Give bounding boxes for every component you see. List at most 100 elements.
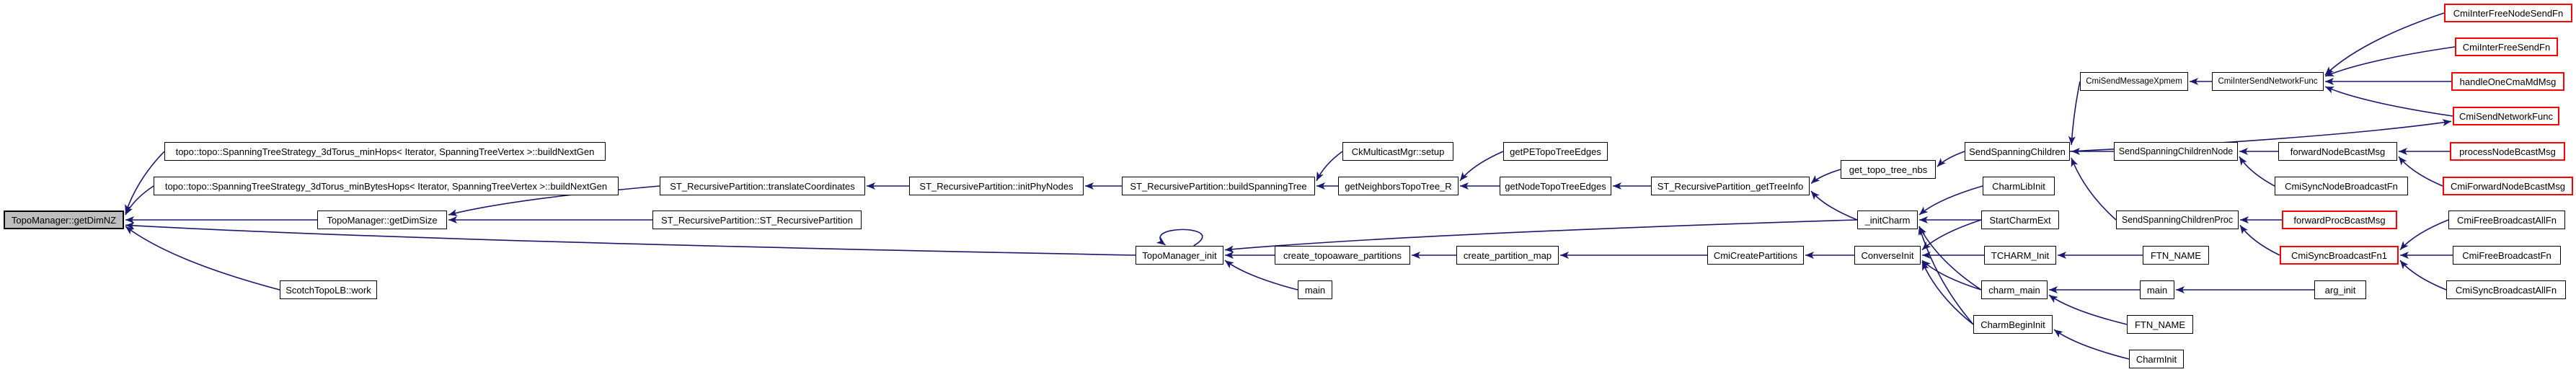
node-ck-multicast-mgr-setup[interactable]: CkMulticastMgr::setup bbox=[1342, 142, 1453, 161]
node-create-topoaware-partitions[interactable]: create_topoaware_partitions bbox=[1275, 246, 1410, 265]
node-get-neighbors-topo-tree-r[interactable]: getNeighborsTopoTree_R bbox=[1338, 177, 1459, 195]
node-label: main bbox=[2146, 284, 2168, 296]
node-label: ST_RecursivePartition::buildSpanningTree bbox=[1130, 180, 1307, 192]
edge-charm-init--charm-begin-init bbox=[2053, 329, 2130, 360]
node-charm-init[interactable]: CharmInit bbox=[2129, 350, 2184, 368]
node-scotch-topo-lb-work[interactable]: ScotchTopoLB::work bbox=[280, 280, 377, 299]
node-cmi-inter-free-node-send-fn[interactable]: CmiInterFreeNodeSendFn bbox=[2444, 4, 2572, 22]
node-build-next-gen-min-hops[interactable]: topo::topo::SpanningTreeStrategy_3dTorus… bbox=[164, 142, 606, 161]
node-label: CmiSendNetworkFunc bbox=[2458, 110, 2554, 122]
node-cmi-forward-node-bcast-msg[interactable]: CmiForwardNodeBcastMsg bbox=[2443, 177, 2573, 195]
node-arg-init[interactable]: arg_init bbox=[2314, 280, 2366, 299]
node-label: topo::topo::SpanningTreeStrategy_3dTorus… bbox=[164, 180, 608, 192]
node-get-node-topo-tree-edges[interactable]: getNodeTopoTreeEdges bbox=[1500, 177, 1611, 195]
node-label: CharmInit bbox=[2135, 353, 2177, 365]
node-cmi-sync-broadcast-fn1[interactable]: CmiSyncBroadcastFn1 bbox=[2280, 246, 2399, 265]
edge-translate-coordinates--get-dim-size bbox=[448, 185, 660, 216]
edge-topo-manager-init--get-dim-nz bbox=[125, 222, 1136, 256]
node-cmi-inter-free-send-fn[interactable]: CmiInterFreeSendFn bbox=[2455, 37, 2558, 56]
edge-get-topo-tree-nbs--st-recursive-partition-get-tree-info bbox=[1810, 169, 1841, 185]
node-label: getPETopoTreeEdges bbox=[1510, 146, 1601, 157]
node-build-next-gen-min-bytes-hops[interactable]: topo::topo::SpanningTreeStrategy_3dTorus… bbox=[154, 177, 619, 195]
node-start-charm-ext[interactable]: StartCharmExt bbox=[1981, 211, 2059, 229]
edge-charm-lib-init--init-charm bbox=[1918, 185, 1983, 216]
node-init-charm[interactable]: _initCharm bbox=[1857, 211, 1918, 229]
edge-init-charm--st-recursive-partition-get-tree-info bbox=[1810, 190, 1858, 221]
node-label: SendSpanningChildrenNode bbox=[2118, 146, 2234, 156]
node-process-node-bcast-msg[interactable]: processNodeBcastMsg bbox=[2450, 142, 2565, 161]
edge-charm-main--init-charm bbox=[1918, 226, 1982, 291]
node-cmi-inter-send-network-func[interactable]: CmiInterSendNetworkFunc bbox=[2212, 72, 2324, 91]
node-label: _initCharm bbox=[1864, 214, 1911, 226]
edge-cmi-send-message-xpmem--send-spanning-children bbox=[2068, 81, 2081, 146]
node-cmi-free-broadcast-fn[interactable]: CmiFreeBroadcastFn bbox=[2453, 246, 2561, 265]
node-get-dim-nz[interactable]: TopoManager::getDimNZ bbox=[4, 211, 124, 229]
node-translate-coordinates[interactable]: ST_RecursivePartition::translateCoordina… bbox=[660, 177, 865, 195]
node-cmi-send-message-xpmem[interactable]: CmiSendMessageXpmem bbox=[2080, 72, 2188, 91]
node-send-spanning-children-proc[interactable]: SendSpanningChildrenProc bbox=[2116, 211, 2239, 229]
node-label: forwardProcBcastMsg bbox=[2293, 214, 2386, 226]
node-create-partition-map[interactable]: create_partition_map bbox=[1456, 246, 1559, 265]
node-label: TopoManager::getDimNZ bbox=[11, 214, 117, 226]
node-topo-manager-init[interactable]: TopoManager_init bbox=[1136, 246, 1223, 265]
node-cmi-create-partitions[interactable]: CmiCreatePartitions bbox=[1707, 246, 1804, 265]
node-main-left[interactable]: main bbox=[1298, 280, 1332, 299]
node-label: create_partition_map bbox=[1463, 249, 1552, 261]
node-label: StartCharmExt bbox=[1989, 214, 2051, 226]
node-get-dim-size[interactable]: TopoManager::getDimSize bbox=[317, 211, 447, 229]
node-label: topo::topo::SpanningTreeStrategy_3dTorus… bbox=[175, 146, 595, 157]
node-get-topo-tree-nbs[interactable]: get_topo_tree_nbs bbox=[1841, 160, 1936, 179]
node-cmi-sync-node-broadcast-fn[interactable]: CmiSyncNodeBroadcastFn bbox=[2275, 177, 2408, 195]
node-handle-one-cma-md-msg[interactable]: handleOneCmaMdMsg bbox=[2451, 72, 2564, 91]
node-init-phy-nodes[interactable]: ST_RecursivePartition::initPhyNodes bbox=[909, 177, 1084, 195]
node-label: CkMulticastMgr::setup bbox=[1351, 146, 1445, 157]
edge-start-charm-ext--converse-init bbox=[1921, 219, 1982, 251]
node-label: CmiSyncNodeBroadcastFn bbox=[2285, 180, 2398, 192]
node-ftn-name-2[interactable]: FTN_NAME bbox=[2127, 315, 2193, 334]
node-converse-init[interactable]: ConverseInit bbox=[1854, 246, 1921, 265]
edge-cmi-sync-broadcast-all-fn--cmi-sync-broadcast-fn1 bbox=[2399, 260, 2447, 291]
node-charm-lib-init[interactable]: CharmLibInit bbox=[1983, 177, 2055, 195]
node-get-pe-topo-tree-edges[interactable]: getPETopoTreeEdges bbox=[1503, 142, 1608, 161]
node-cmi-free-broadcast-all-fn[interactable]: CmiFreeBroadcastAllFn bbox=[2448, 211, 2565, 229]
node-tcharm-init[interactable]: TCHARM_Init bbox=[1984, 246, 2056, 265]
node-main-right[interactable]: main bbox=[2140, 280, 2174, 299]
node-cmi-send-network-func[interactable]: CmiSendNetworkFunc bbox=[2453, 107, 2559, 125]
node-label: CmiInterSendNetworkFunc bbox=[2218, 77, 2318, 86]
node-send-spanning-children[interactable]: SendSpanningChildren bbox=[1965, 142, 2070, 161]
node-cmi-sync-broadcast-all-fn[interactable]: CmiSyncBroadcastAllFn bbox=[2446, 280, 2566, 299]
edge-init-charm--topo-manager-init bbox=[1224, 219, 1858, 253]
node-build-spanning-tree[interactable]: ST_RecursivePartition::buildSpanningTree bbox=[1122, 177, 1315, 195]
edge-ck-multicast-mgr-setup--build-spanning-tree bbox=[1316, 151, 1343, 182]
edge-main-left--topo-manager-init bbox=[1224, 260, 1298, 291]
edge-charm-begin-init--init-charm bbox=[1918, 226, 1974, 325]
node-label: TopoManager::getDimSize bbox=[327, 214, 438, 226]
edge-ftn-name-2--charm-main bbox=[2048, 294, 2128, 325]
node-label: forwardNodeBcastMsg bbox=[2290, 146, 2386, 157]
node-forward-node-bcast-msg[interactable]: forwardNodeBcastMsg bbox=[2278, 142, 2397, 161]
node-label: CmiFreeBroadcastFn bbox=[2462, 249, 2551, 261]
node-charm-begin-init[interactable]: CharmBeginInit bbox=[1973, 315, 2053, 334]
node-label: ST_RecursivePartition::translateCoordina… bbox=[670, 180, 855, 192]
node-st-recursive-partition-ctor[interactable]: ST_RecursivePartition::ST_RecursiveParti… bbox=[652, 211, 862, 229]
node-forward-proc-bcast-msg[interactable]: forwardProcBcastMsg bbox=[2282, 211, 2397, 229]
node-charm-main[interactable]: charm_main bbox=[1981, 280, 2048, 299]
node-label: processNodeBcastMsg bbox=[2459, 146, 2556, 157]
edge-charm-main--converse-init bbox=[1921, 260, 1982, 291]
node-label: create_topoaware_partitions bbox=[1283, 249, 1402, 261]
node-label: CharmBeginInit bbox=[1980, 319, 2045, 330]
node-st-recursive-partition-get-tree-info[interactable]: ST_RecursivePartition_getTreeInfo bbox=[1651, 177, 1810, 195]
node-label: CmiSyncBroadcastFn1 bbox=[2291, 249, 2387, 261]
node-label: handleOneCmaMdMsg bbox=[2459, 76, 2557, 87]
edge-get-pe-topo-tree-edges--get-neighbors-topo-tree-r bbox=[1459, 151, 1504, 182]
edge-send-spanning-children-proc--send-spanning-children bbox=[2071, 157, 2117, 221]
edge-cmi-sync-broadcast-fn1--send-spanning-children-proc bbox=[2239, 224, 2280, 256]
edge-build-next-gen-min-bytes-hops--get-dim-nz bbox=[125, 185, 154, 216]
node-send-spanning-children-node[interactable]: SendSpanningChildrenNode bbox=[2114, 142, 2238, 161]
node-ftn-name-1[interactable]: FTN_NAME bbox=[2143, 246, 2209, 265]
edge-cmi-inter-free-node-send-fn--cmi-inter-send-network-func bbox=[2324, 12, 2445, 76]
node-label: main bbox=[1304, 284, 1326, 296]
edge-topo-manager-init--topo-manager-init bbox=[1156, 229, 1203, 247]
node-label: CmiSendMessageXpmem bbox=[2086, 77, 2182, 86]
